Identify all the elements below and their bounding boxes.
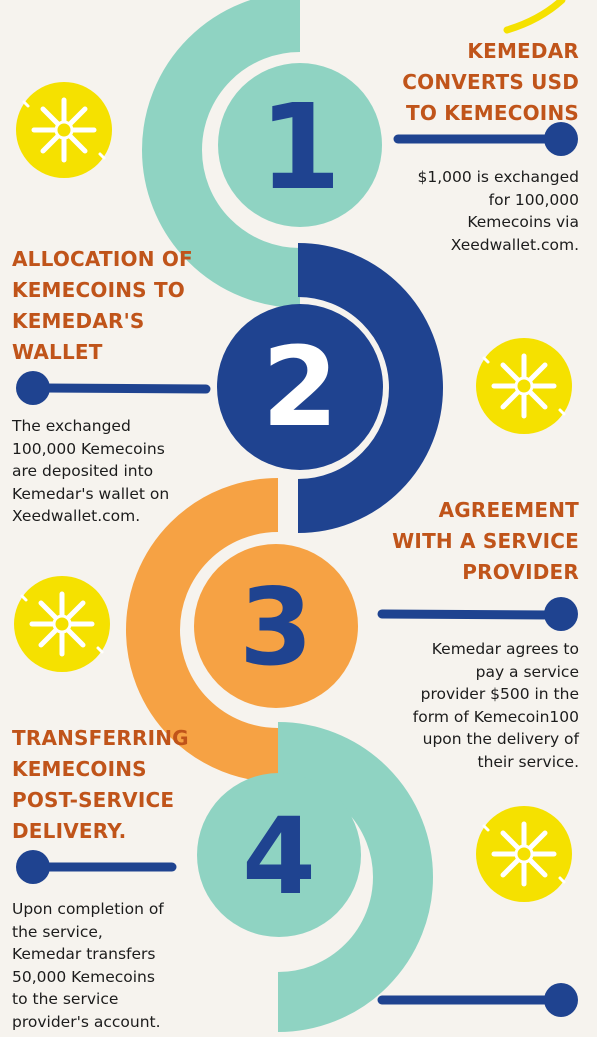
step-4-body: Upon completion of the service, Kemedar … — [12, 900, 164, 1031]
step-1-circle — [218, 63, 382, 227]
sparkle-badge-icon — [476, 338, 572, 434]
step-3-arc — [126, 478, 279, 782]
pin-bar-icon — [377, 597, 578, 631]
step-2-circle — [217, 304, 383, 470]
sparkle-badge-icon — [476, 806, 572, 902]
step-2-heading: ALLOCATION OF KEMECOINS TO KEMEDAR'S WAL… — [12, 247, 193, 364]
step-4-circle — [197, 773, 361, 937]
pin-bar-icon — [16, 850, 177, 884]
step-4-heading: TRANSFERRING KEMECOINS POST-SERVICE DELI… — [12, 726, 189, 843]
step-1-arc — [142, 0, 301, 308]
step-3-body: Kemedar agrees to pay a service provider… — [412, 640, 579, 771]
step-1-heading: KEMEDAR CONVERTS USD TO KEMECOINS — [402, 39, 579, 125]
sparkle-badge-icon — [16, 82, 112, 178]
pin-bar-icon — [393, 122, 578, 156]
step-4-arc — [277, 722, 433, 1032]
step-1-body: $1,000 is exchanged for 100,000 Kemecoin… — [417, 168, 579, 254]
step-3-number: 3 — [239, 566, 313, 689]
sparkle-badge-icon — [14, 576, 110, 672]
step-2-number: 2 — [262, 323, 339, 451]
step-1-number: 1 — [259, 78, 341, 216]
corner-accent-stroke — [503, 0, 566, 34]
step-3-heading: AGREEMENT WITH A SERVICE PROVIDER — [392, 498, 579, 584]
pin-bar-icon — [377, 983, 578, 1017]
step-2-arc — [297, 243, 443, 533]
pin-bar-icon — [16, 371, 211, 405]
step-4-number: 4 — [242, 795, 316, 918]
step-2-body: The exchanged 100,000 Kemecoins are depo… — [12, 417, 170, 525]
step-3-circle — [194, 544, 358, 708]
